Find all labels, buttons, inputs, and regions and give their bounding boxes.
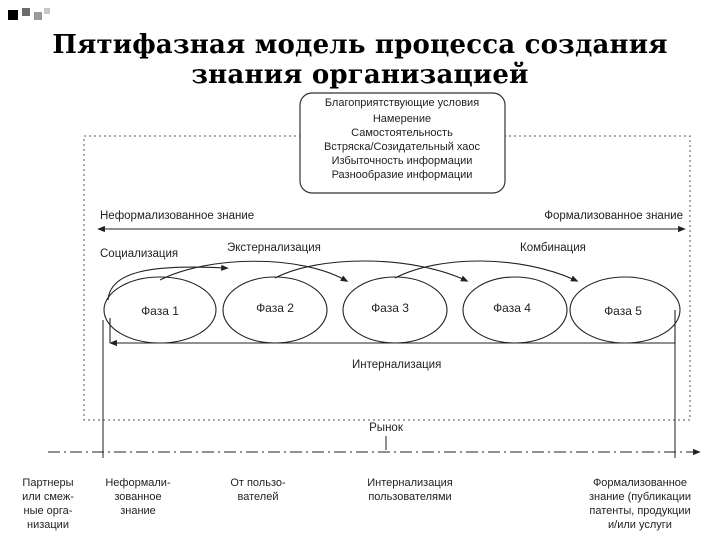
from-users-label: От пользо- вателей: [230, 477, 286, 503]
svg-text:патенты, продукции: патенты, продукции: [589, 505, 690, 517]
page-title-line1: Пятифазная модель процесса создания: [52, 30, 668, 60]
phase-5-label: Фаза 5: [604, 304, 642, 318]
spiral-arc: [274, 260, 469, 282]
svg-text:или смеж-: или смеж-: [22, 491, 74, 503]
phase-2-label: Фаза 2: [256, 301, 294, 315]
condition-item: Разнообразие информации: [332, 169, 473, 181]
svg-text:знание: знание: [120, 505, 156, 517]
page-title: Пятифазная модель процесса создания знан…: [0, 30, 720, 90]
spiral-arc: [159, 260, 349, 282]
svg-text:Партнеры: Партнеры: [22, 477, 73, 489]
svg-text:пользователями: пользователями: [368, 491, 451, 503]
condition-item: Самостоятельность: [351, 127, 453, 139]
title-bullets: [8, 8, 50, 24]
internalization-label: Интернализация: [352, 359, 441, 371]
bullet-square: [44, 8, 50, 14]
page-title-line2: знания организацией: [191, 60, 529, 90]
svg-text:ные орга-: ные орга-: [24, 505, 73, 517]
phase-1-label: Фаза 1: [141, 304, 179, 318]
user-internalization-label: Интернализация пользователями: [367, 477, 452, 503]
partners-label: Партнеры или смеж- ные орга- низации: [22, 477, 74, 531]
phase-4-label: Фаза 4: [493, 301, 531, 315]
bullet-square: [22, 8, 30, 16]
svg-text:знание (публикации: знание (публикации: [589, 491, 691, 503]
spiral-arc: [394, 260, 579, 282]
conditions-box: [299, 92, 506, 194]
explicit-knowledge-label: Формализованное знание: [544, 210, 683, 222]
condition-item: Встряска/Созидательный хаос: [324, 141, 481, 153]
externalization-label: Экстернализация: [227, 242, 321, 254]
tacit-knowledge-bottom-label: Неформали- зованное знание: [105, 477, 171, 517]
svg-text:От пользо-: От пользо-: [230, 477, 286, 489]
condition-item: Намерение: [373, 113, 431, 125]
phase-3-label: Фаза 3: [371, 301, 409, 315]
conditions-heading: Благоприятствующие условия: [325, 97, 479, 109]
spiral-arc: [107, 264, 229, 301]
bullet-square: [34, 12, 42, 20]
explicit-knowledge-bottom-label: Формализованное знание (публикации патен…: [589, 477, 691, 531]
svg-text:и/или услуги: и/или услуги: [608, 519, 672, 531]
svg-text:Неформали-: Неформали-: [105, 477, 171, 489]
tacit-knowledge-label: Неформализованное знание: [100, 210, 254, 222]
svg-text:Формализованное: Формализованное: [593, 477, 687, 489]
svg-text:вателей: вателей: [238, 491, 279, 503]
market-label: Рынок: [369, 422, 404, 434]
socialization-label: Социализация: [100, 248, 178, 260]
combination-label: Комбинация: [520, 242, 586, 254]
svg-text:низации: низации: [27, 519, 69, 531]
svg-text:Интернализация: Интернализация: [367, 477, 452, 489]
svg-text:зованное: зованное: [114, 491, 161, 503]
condition-item: Избыточность информации: [332, 155, 473, 167]
bullet-square: [8, 10, 18, 20]
